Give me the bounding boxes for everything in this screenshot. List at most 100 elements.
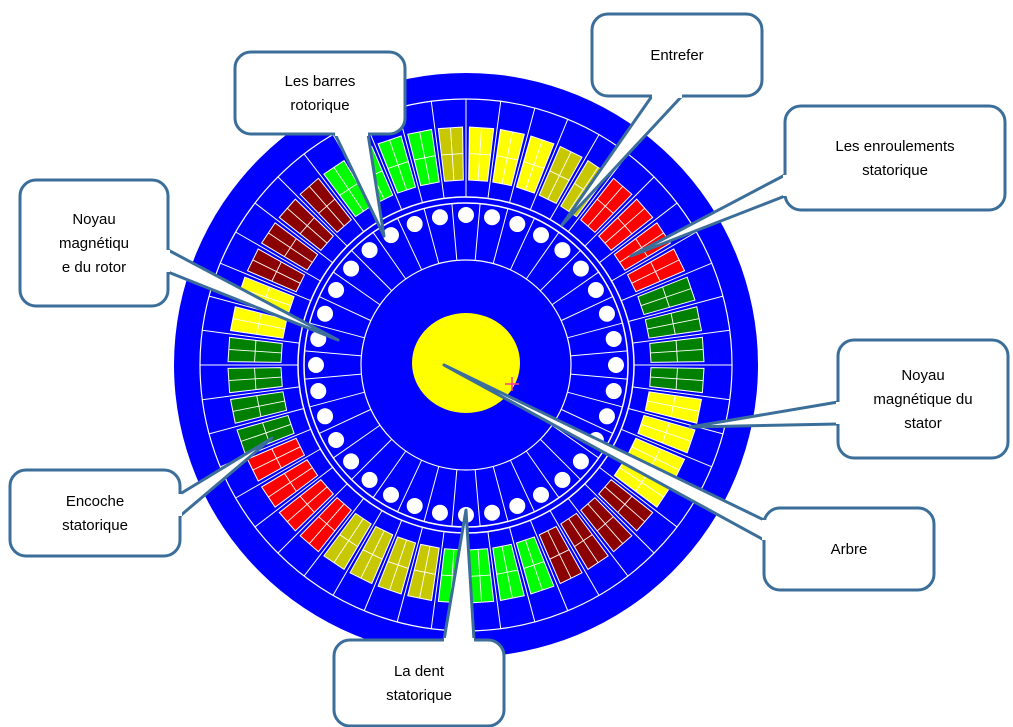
stator-tooth-edge: [277, 176, 348, 247]
stator-tooth-edge: [549, 134, 600, 220]
stator-tooth-edge: [430, 101, 445, 199]
stator-tooth-edge: [254, 202, 334, 264]
stator-tooth-edge: [598, 466, 678, 528]
stator-tooth-edge: [508, 527, 536, 623]
rotor-bar: [343, 453, 360, 470]
callout-pointer: [560, 94, 684, 227]
callout-pointer: [442, 363, 765, 542]
slot-divider: [477, 549, 483, 603]
callout-text: statorique: [386, 687, 452, 704]
stator-tooth-edge: [363, 520, 403, 611]
rotor-bar: [343, 260, 360, 277]
callout-box: [18, 178, 170, 308]
slot-divider: [333, 518, 364, 564]
stator-slot: [515, 135, 555, 194]
slot-divider: [477, 127, 483, 181]
rotor-tooth-edge: [309, 322, 365, 339]
slot-divider: [232, 318, 285, 330]
callout-box: [836, 338, 1010, 460]
rotor-tooth-edge: [539, 438, 581, 480]
rotor-bar: [598, 305, 615, 322]
callout-pointer: [688, 400, 839, 429]
callout-text: statorique: [62, 517, 128, 534]
stator-tooth-edge: [235, 448, 321, 499]
rotor-bar: [484, 209, 501, 226]
slot-divider: [501, 546, 513, 599]
stator-slot: [260, 222, 319, 271]
slot-divider: [389, 540, 407, 591]
rotor-bar: [587, 282, 604, 298]
stator-slot: [349, 525, 394, 585]
rotor-tooth-edge: [451, 203, 458, 261]
stator-slot: [377, 135, 417, 194]
slot-divider: [419, 131, 431, 184]
stator-tooth-edge: [584, 176, 655, 247]
rotor-bar: [383, 227, 399, 244]
rotor-tooth-edge: [423, 208, 440, 264]
slot-divider: [619, 232, 665, 263]
rotor-tooth-edge: [551, 271, 599, 306]
callout-pointer: [333, 133, 386, 238]
callout-text: La dent: [394, 663, 445, 680]
stator-slot: [492, 543, 525, 602]
stator-slot: [492, 128, 525, 187]
rotor-bar: [572, 260, 589, 277]
callout-text: Les barres: [285, 73, 356, 90]
slot-divider: [604, 486, 646, 523]
callout-dent-statorique: La dent statorique: [332, 508, 506, 727]
stator-tooth-edge: [632, 386, 730, 401]
stator-tooth-edge: [277, 483, 348, 554]
callout-box: [762, 506, 936, 592]
stator-tooth-edge: [549, 510, 600, 596]
rotor-bar: [308, 357, 324, 373]
slot-divider: [232, 400, 285, 412]
rotor-tooth-edge: [309, 391, 365, 408]
rotor-tooth-edge: [525, 450, 560, 498]
stator-slot: [626, 248, 686, 293]
rotor-tooth-edge: [560, 296, 614, 322]
callout-box: [8, 468, 182, 558]
stator-tooth-edge: [487, 101, 502, 199]
rotor-tooth-edge: [492, 466, 509, 522]
rotor-tooth-edge: [560, 408, 614, 434]
slot-divider: [449, 127, 455, 181]
rotor-bar: [572, 453, 589, 470]
slot-divider: [547, 530, 572, 579]
rotor-tooth-edge: [351, 250, 393, 292]
callout-pointer: [179, 436, 274, 518]
slot-divider: [641, 288, 692, 306]
stator-tooth-edge: [621, 428, 712, 468]
callout-text: statorique: [862, 162, 928, 179]
rotor-tooth-edge: [304, 350, 362, 357]
callout-text: e du rotor: [62, 259, 126, 276]
rotor-tooth-edge: [318, 296, 372, 322]
callout-box: [332, 638, 506, 727]
slot-divider: [240, 424, 291, 442]
stator-slot: [560, 512, 609, 571]
callout-text: Encoche: [66, 493, 124, 510]
rotor-bar: [361, 471, 378, 488]
rotor: [304, 203, 628, 527]
rotor-tooth-edge: [474, 203, 481, 261]
slot-divider: [650, 348, 704, 354]
rotor-bar: [533, 227, 549, 244]
rotor-bar: [608, 357, 624, 373]
stator-tooth-edge: [508, 107, 536, 203]
rotor-bar: [605, 383, 622, 400]
slot-divider: [619, 467, 665, 498]
callout-text: Noyau: [901, 367, 944, 384]
rotor-bar: [328, 282, 345, 298]
stator-tooth-edge: [487, 531, 502, 629]
rotor-tooth-edge: [570, 350, 628, 357]
rotor-tooth-edge: [318, 408, 372, 434]
stator-tooth-edge: [529, 119, 569, 210]
slot-divider: [547, 151, 572, 200]
callout-pointer: [442, 508, 476, 641]
stator-tooth-edge: [628, 407, 724, 435]
rotor-bar: [310, 383, 327, 400]
rotor-tooth-edge: [333, 424, 381, 459]
slot-divider: [587, 503, 624, 545]
slot-divider: [267, 232, 313, 263]
stator-slot: [246, 248, 306, 293]
slot-divider: [647, 318, 700, 330]
